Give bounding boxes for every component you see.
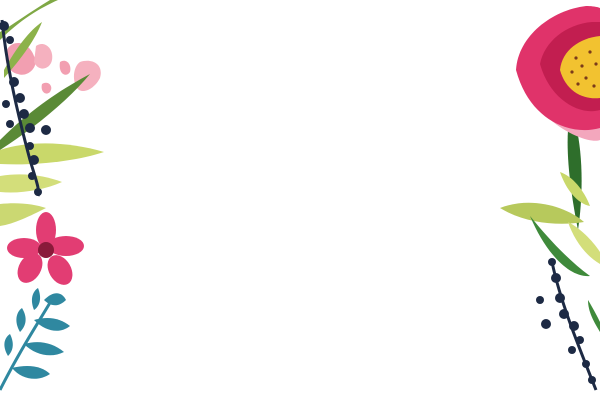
berry-sprig-icon <box>0 19 51 197</box>
rose-icon <box>516 6 600 141</box>
blossom-icon <box>7 212 84 285</box>
fern-icon <box>0 288 70 391</box>
berry-sprig-icon <box>536 258 598 391</box>
leaf-icon <box>500 126 600 332</box>
